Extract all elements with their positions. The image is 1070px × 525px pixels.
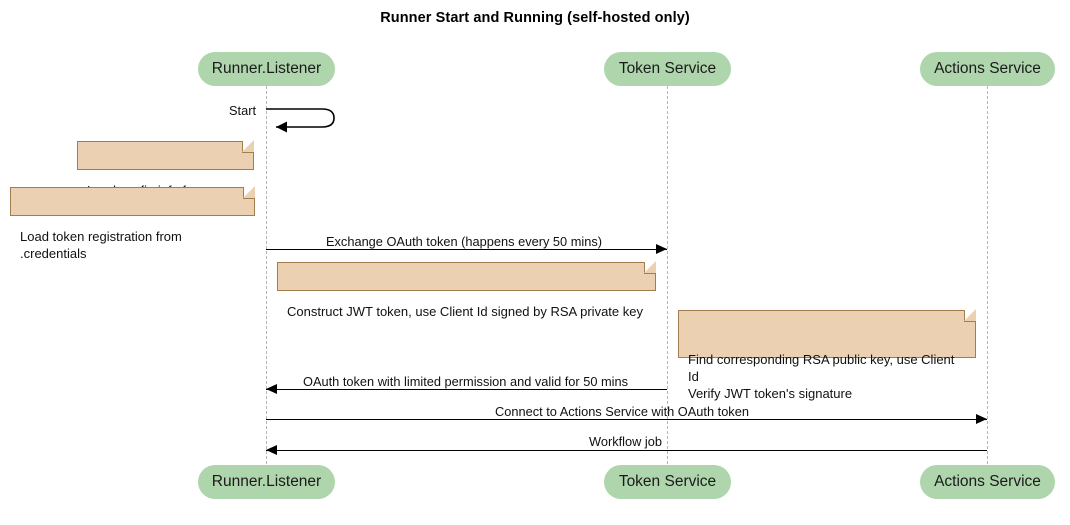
message-label-connect-actions-service: Connect to Actions Service with OAuth to… [495, 404, 749, 419]
participant-label: Runner.Listener [211, 473, 322, 490]
page-title: Runner Start and Running (self-hosted on… [380, 10, 690, 26]
note-load-config: Load config info from .runner [77, 140, 254, 215]
note-fold-icon [242, 140, 254, 153]
message-arrowhead-right [976, 413, 987, 424]
note-load-token-registration: Load token registration from .credential… [10, 186, 255, 261]
message-arrowhead-right [656, 243, 667, 254]
participant-label: Token Service [618, 60, 717, 77]
message-line-workflow-job[interactable] [266, 450, 987, 451]
lifeline-actions [987, 86, 988, 464]
note-text: Construct JWT token, use Client Id signe… [287, 304, 643, 319]
participant-runner-bottom[interactable]: Runner.Listener [198, 465, 335, 499]
message-line-connect-actions-service[interactable] [266, 419, 987, 420]
note-fold-icon [964, 309, 976, 322]
participant-actions-bottom[interactable]: Actions Service [920, 465, 1055, 499]
participant-label: Runner.Listener [211, 60, 322, 77]
participant-label: Actions Service [934, 473, 1041, 490]
message-arrowhead-left [266, 444, 277, 455]
message-label-start: Start [229, 103, 257, 118]
participant-label: Actions Service [934, 60, 1041, 77]
message-line-oauth-token-limited[interactable] [266, 389, 667, 390]
participant-label: Token Service [618, 473, 717, 490]
message-self-start[interactable] [262, 103, 342, 137]
message-label-workflow-job: Workflow job [589, 434, 663, 449]
participant-token-bottom[interactable]: Token Service [604, 465, 731, 499]
lifeline-runner [266, 86, 267, 464]
message-label-exchange-oauth-token: Exchange OAuth token (happens every 50 m… [326, 234, 603, 249]
note-text: Find corresponding RSA public key, use C… [688, 352, 955, 401]
participant-runner-top[interactable]: Runner.Listener [198, 52, 335, 86]
note-fold-icon [644, 261, 656, 274]
participant-token-top[interactable]: Token Service [604, 52, 731, 86]
participant-actions-top[interactable]: Actions Service [920, 52, 1055, 86]
message-line-exchange-oauth-token[interactable] [266, 249, 667, 250]
message-arrowhead-left [266, 383, 277, 394]
note-verify-jwt-signature: Find corresponding RSA public key, use C… [678, 309, 976, 401]
note-fold-icon [243, 186, 255, 199]
note-text: Load token registration from .credential… [20, 229, 182, 261]
message-label-oauth-token-limited: OAuth token with limited permission and … [303, 374, 629, 389]
lifeline-token [667, 86, 668, 464]
note-construct-jwt-token: Construct JWT token, use Client Id signe… [277, 261, 656, 319]
